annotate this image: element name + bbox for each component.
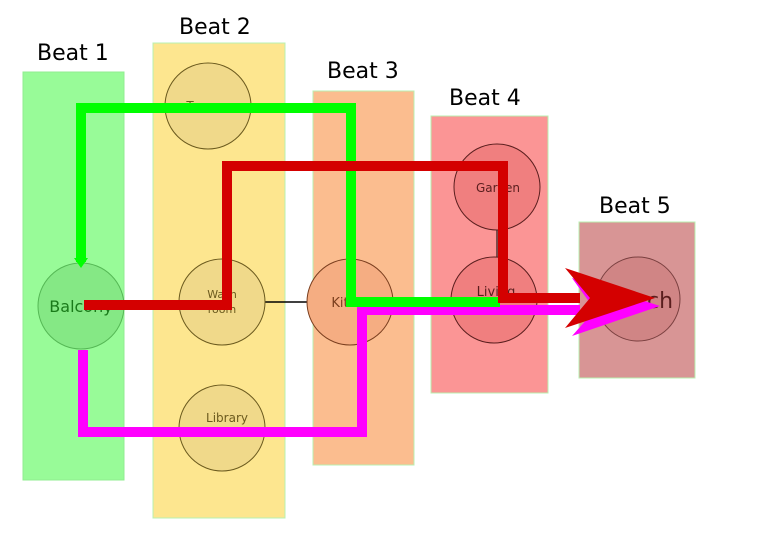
green-path	[76, 103, 500, 307]
node-kitchen-label: Kit	[331, 296, 348, 311]
magenta-path	[78, 305, 580, 437]
beat-5-title: Beat 5	[599, 194, 671, 219]
beat-3-title: Beat 3	[327, 59, 399, 84]
beat-2-title: Beat 2	[179, 15, 251, 40]
node-library-label: Library	[206, 411, 248, 425]
red-path	[84, 161, 580, 310]
node-end-label: ch	[647, 289, 673, 314]
beat-4-title: Beat 4	[449, 86, 521, 111]
green-path-arrowhead	[74, 258, 88, 268]
beat-1-title: Beat 1	[37, 41, 109, 66]
red-path-arrowhead	[565, 268, 655, 328]
